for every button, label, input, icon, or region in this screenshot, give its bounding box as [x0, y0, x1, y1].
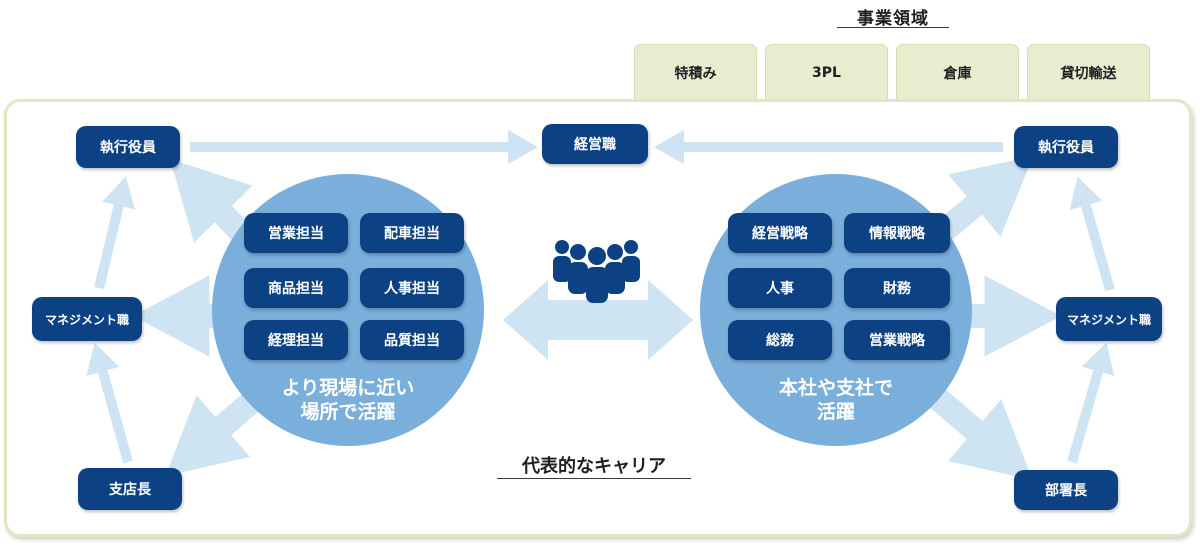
role-management-post: 経営職: [542, 124, 648, 164]
right-dept-hr: 人事: [728, 268, 832, 308]
left-dept-dispatch: 配車担当: [360, 213, 464, 253]
career-label: 代表的なキャリア: [522, 456, 666, 477]
arrow-left-branch-to-mgmt: [86, 342, 133, 464]
career-label-underline: [497, 478, 691, 479]
arrow-right-dept-to-mgmt: [1067, 342, 1115, 464]
right-role-department-head: 部署長: [1014, 470, 1118, 510]
right-dept-info-strategy: 情報戦略: [844, 213, 950, 253]
tab-tokuzumi[interactable]: 特積み: [634, 44, 757, 100]
left-dept-product: 商品担当: [244, 268, 348, 308]
arrow-right-mgmt-to-exec: [1069, 176, 1115, 292]
tab-warehouse[interactable]: 倉庫: [896, 44, 1019, 100]
arrow-left-mgmt-to-exec: [94, 176, 136, 290]
right-role-executive-officer: 執行役員: [1014, 126, 1118, 168]
left-dept-hr: 人事担当: [360, 268, 464, 308]
right-dept-finance: 財務: [844, 268, 950, 308]
left-dept-accounting: 経理担当: [244, 320, 348, 360]
people-group-icon: [553, 240, 640, 303]
arrow-center-bidirectional: [503, 280, 693, 360]
left-dept-sales: 営業担当: [244, 213, 348, 253]
left-circle-caption: より現場に近い 場所で活躍: [281, 377, 415, 423]
arrow-left-circle-to-branch: [165, 386, 266, 477]
right-circle-caption: 本社や支社で 活躍: [778, 377, 893, 423]
arrow-right-circle-to-dept: [927, 386, 1033, 481]
left-dept-quality: 品質担当: [360, 320, 464, 360]
business-domain-title: 事業領域: [857, 9, 929, 29]
business-domain-underline: [837, 27, 949, 28]
left-role-management: マネジメント職: [32, 297, 142, 341]
left-role-executive-officer: 執行役員: [76, 126, 180, 168]
left-role-branch-manager: 支店長: [78, 468, 182, 510]
tab-charter-transport[interactable]: 貸切輸送: [1027, 44, 1150, 100]
right-dept-general-affairs: 総務: [728, 320, 832, 360]
right-role-management: マネジメント職: [1056, 297, 1162, 341]
tab-3pl[interactable]: 3PL: [765, 44, 888, 100]
right-dept-management-strategy: 経営戦略: [728, 213, 832, 253]
right-dept-sales-strategy: 営業戦略: [844, 320, 950, 360]
